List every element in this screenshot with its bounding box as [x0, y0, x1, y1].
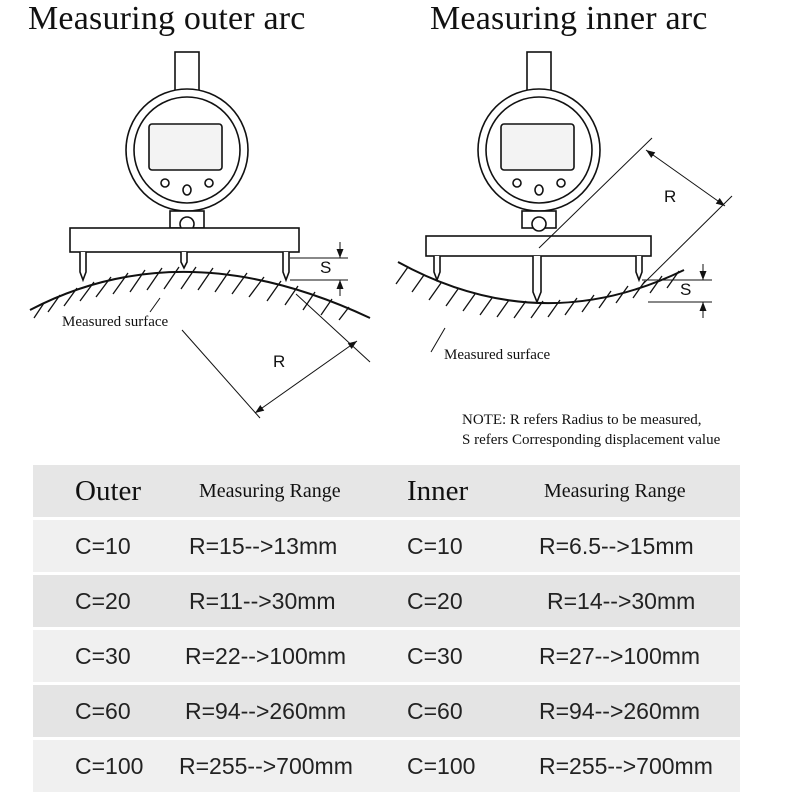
header-inner-range: Measuring Range — [539, 465, 740, 517]
outer-c-cell: C=20 — [33, 575, 179, 627]
outer-dial-bezel — [133, 96, 241, 204]
outer-dial-button-left — [160, 178, 170, 188]
inner-c-cell: C=100 — [399, 740, 539, 792]
outer-r-dimension-line — [254, 340, 358, 414]
outer-c-cell: C=60 — [33, 685, 179, 737]
inner-surface-hatching — [395, 266, 680, 319]
inner-range-cell: R=94-->260mm — [539, 685, 740, 737]
inner-dial-button-center — [534, 184, 544, 196]
outer-measured-surface-arc — [29, 271, 371, 319]
inner-connector-knob — [531, 216, 547, 232]
inner-c-cell: C=30 — [399, 630, 539, 682]
inner-r-dimension-line — [645, 149, 726, 207]
outer-c-cell: C=100 — [33, 740, 179, 792]
measuring-range-table: Outer Measuring Range Inner Measuring Ra… — [33, 462, 740, 795]
outer-range-cell: R=15-->13mm — [179, 520, 399, 572]
outer-dial-button-center — [182, 184, 192, 196]
note-text: NOTE: R refers Radius to be measured, S … — [462, 410, 720, 450]
inner-range-cell: R=14-->30mm — [539, 575, 740, 627]
table-row: C=10 R=15-->13mm C=10 R=6.5-->15mm — [33, 520, 740, 572]
header-inner: Inner — [399, 465, 539, 517]
inner-range-cell: R=6.5-->15mm — [539, 520, 740, 572]
outer-crossbar — [69, 227, 300, 253]
inner-arc-title: Measuring inner arc — [430, 0, 708, 37]
inner-dial-screen — [500, 123, 575, 171]
inner-gauge-stem — [526, 51, 552, 95]
outer-r-label: R — [273, 352, 286, 371]
note-line-1: NOTE: R refers Radius to be measured, — [462, 412, 702, 428]
outer-surface-hatching — [33, 266, 350, 321]
header-outer-range: Measuring Range — [179, 465, 399, 517]
inner-s-label: S — [680, 280, 692, 299]
outer-c-cell: C=30 — [33, 630, 179, 682]
header-outer: Outer — [33, 465, 179, 517]
inner-gauge-illustration — [395, 51, 733, 353]
inner-c-cell: C=10 — [399, 520, 539, 572]
outer-range-cell: R=22-->100mm — [179, 630, 399, 682]
inner-dial-button-right — [556, 178, 566, 188]
outer-range-cell: R=11-->30mm — [179, 575, 399, 627]
outer-dial-button-right — [204, 178, 214, 188]
inner-range-cell: R=255-->700mm — [539, 740, 740, 792]
outer-r-extension-2 — [295, 293, 371, 363]
inner-dial-button-left — [512, 178, 522, 188]
inner-left-leg — [433, 256, 441, 283]
inner-r-label: R — [664, 187, 677, 206]
outer-surface-pointer — [149, 297, 161, 313]
inner-measured-surface-arc — [397, 261, 685, 304]
outer-gauge-stem — [174, 51, 200, 95]
outer-right-leg — [282, 252, 290, 283]
inner-r-extension-2 — [641, 195, 733, 286]
outer-c-cell: C=10 — [33, 520, 179, 572]
inner-surface-pointer — [430, 327, 446, 353]
outer-measured-surface-label: Measured surface — [62, 314, 169, 330]
table-row: C=20 R=11-->30mm C=20 R=14-->30mm — [33, 575, 740, 627]
table-row: C=60 R=94-->260mm C=60 R=94-->260mm — [33, 685, 740, 737]
outer-s-label: S — [320, 258, 332, 277]
outer-dial-screen — [148, 123, 223, 171]
outer-r-extension-1 — [181, 329, 261, 419]
gauge-diagrams — [29, 51, 733, 419]
table-row: C=100 R=255-->700mm C=100 R=255-->700mm — [33, 740, 740, 792]
inner-c-cell: C=60 — [399, 685, 539, 737]
inner-r-extension-1 — [538, 137, 653, 249]
outer-arc-title: Measuring outer arc — [28, 0, 306, 37]
inner-crossbar — [425, 235, 652, 257]
inner-measured-surface-label: Measured surface — [444, 347, 551, 363]
inner-range-cell: R=27-->100mm — [539, 630, 740, 682]
outer-range-cell: R=94-->260mm — [179, 685, 399, 737]
outer-range-cell: R=255-->700mm — [179, 740, 399, 792]
inner-right-leg — [635, 256, 643, 283]
outer-center-probe — [180, 252, 188, 270]
table-header-row: Outer Measuring Range Inner Measuring Ra… — [33, 465, 740, 517]
inner-dial-bezel — [485, 96, 593, 204]
table-row: C=30 R=22-->100mm C=30 R=27-->100mm — [33, 630, 740, 682]
outer-gauge-illustration — [29, 51, 371, 419]
note-line-2: S refers Corresponding displacement valu… — [462, 432, 721, 448]
inner-center-probe — [532, 256, 542, 305]
outer-left-leg — [79, 252, 87, 283]
inner-c-cell: C=20 — [399, 575, 539, 627]
